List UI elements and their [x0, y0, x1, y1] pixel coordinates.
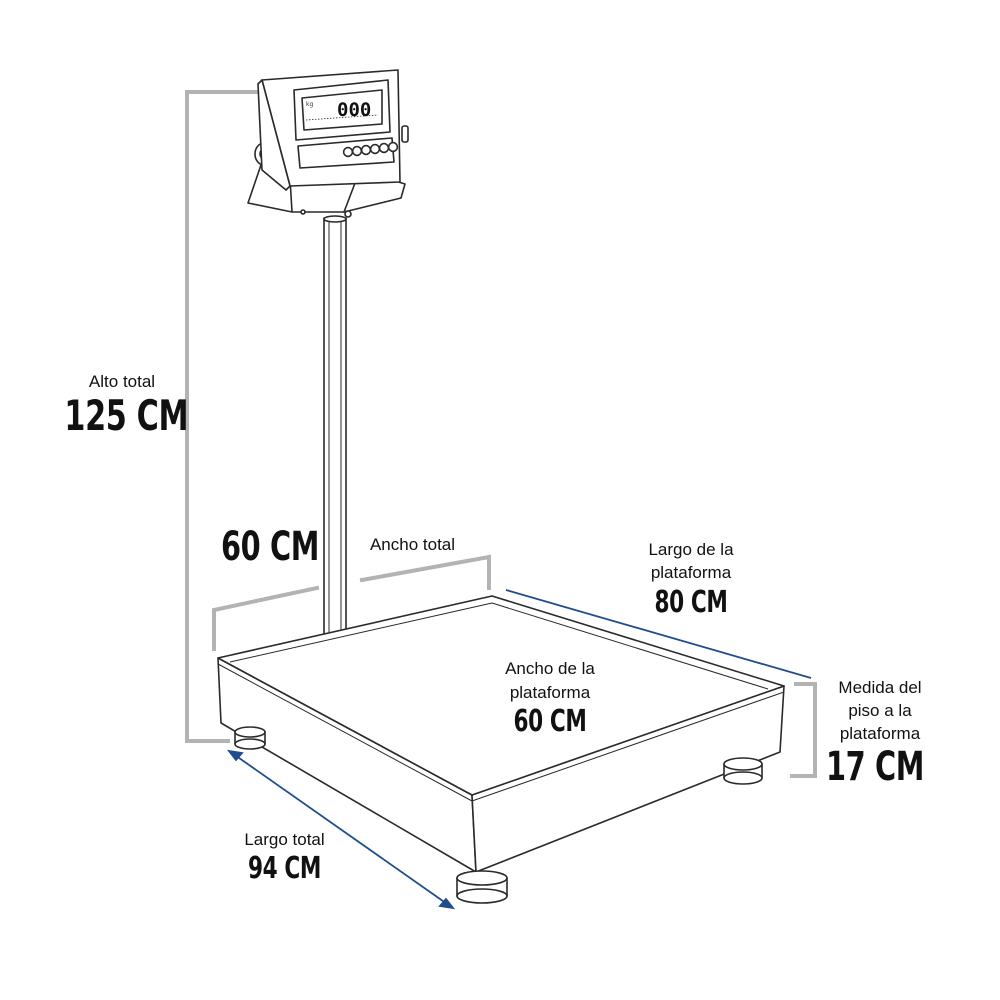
label-largo-plataforma-caption-2: plataforma: [650, 563, 732, 582]
platform-scale: [217, 69, 785, 904]
indicator-housing: [257, 69, 401, 191]
label-medida-piso-caption-3: plataforma: [839, 724, 921, 743]
label-ancho-plataforma-value: 60 CM: [513, 704, 587, 739]
total-length-line: [231, 752, 451, 907]
label-medida-piso-caption-2: piso a la: [848, 701, 912, 720]
label-ancho-total-value: 60 CM: [220, 524, 320, 570]
platform-body: [217, 595, 785, 873]
label-alto-total-value: 125 CM: [64, 391, 189, 440]
total-length-arrow-start: [226, 749, 244, 762]
platform-feet: [234, 726, 763, 904]
total-length-arrow-end: [438, 897, 456, 910]
label-largo-total-caption: Largo total: [244, 830, 325, 849]
display-mode: kg: [306, 101, 313, 108]
label-medida-piso-value: 17 CM: [825, 744, 925, 790]
floor-height-bracket: [790, 682, 817, 778]
platform-length-line: [505, 589, 812, 679]
label-medida-piso-caption-1: Medida del: [838, 678, 922, 697]
column: [323, 215, 347, 635]
label-largo-plataforma-value: 80 CM: [654, 585, 728, 620]
height-bracket: [185, 90, 260, 743]
width-bracket-right: [359, 554, 491, 590]
foot-front: [456, 870, 508, 904]
foot-right: [723, 757, 763, 785]
label-ancho-total-caption: Ancho total: [369, 535, 456, 554]
dimension-lines-gray: [185, 90, 817, 778]
width-bracket: [212, 585, 320, 651]
label-largo-total-value: 94 CM: [247, 851, 322, 886]
label-ancho-plataforma-caption-1: Ancho de la: [505, 659, 595, 678]
foot-back-left: [234, 726, 266, 750]
indicator-display: [301, 89, 383, 131]
display-reading: 000: [337, 99, 371, 121]
indicator-buttons: [342, 141, 399, 158]
label-ancho-plataforma-caption-2: plataforma: [509, 683, 591, 702]
label-largo-plataforma-caption-1: Largo de la: [648, 540, 734, 559]
label-alto-total-caption: Alto total: [88, 372, 156, 391]
